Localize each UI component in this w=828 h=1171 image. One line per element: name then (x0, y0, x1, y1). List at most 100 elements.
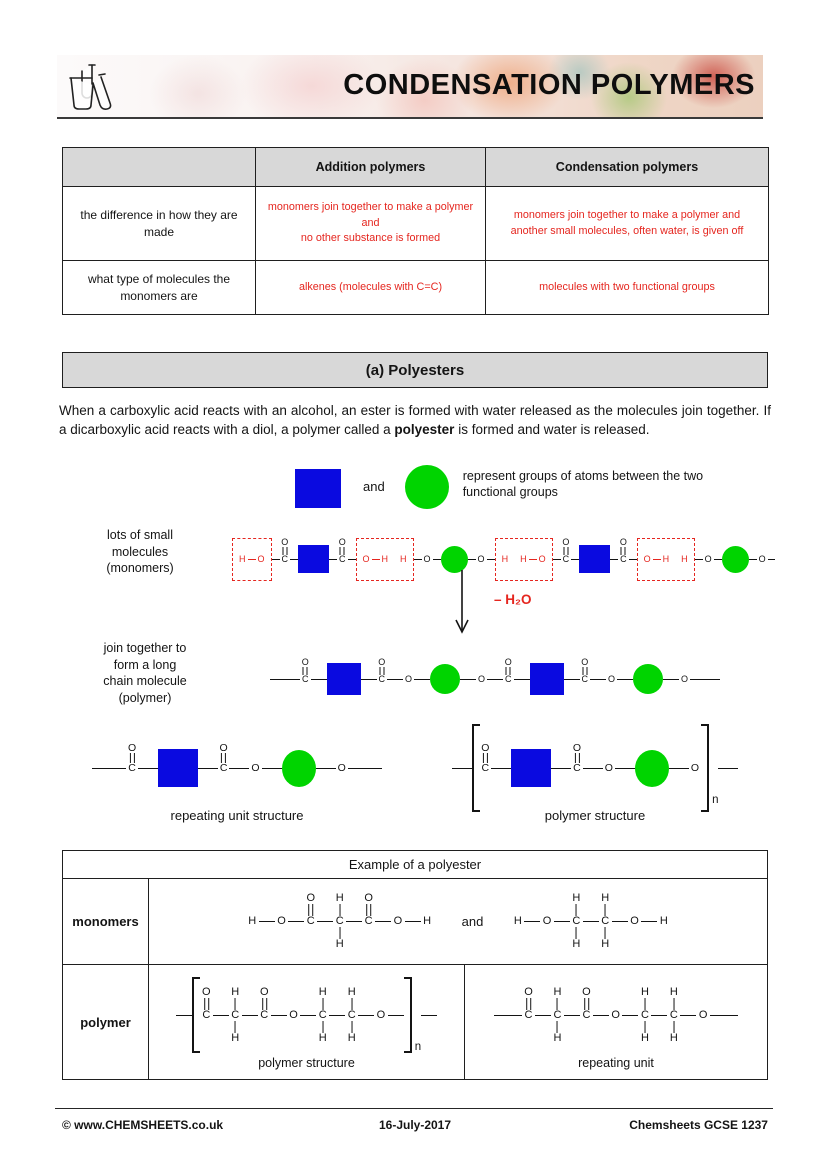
bond (614, 767, 635, 769)
bond (571, 558, 580, 560)
atom-C: C (481, 762, 490, 774)
example-table-title: Example of a polyester (63, 851, 767, 879)
repeat-subscript: n (712, 794, 719, 806)
green-group-circle (721, 545, 749, 573)
bond-line (133, 753, 135, 763)
atom-H: H (681, 553, 688, 564)
atom-C: C (318, 1008, 327, 1021)
atom-H: H (318, 1031, 327, 1044)
addition-answer: alkenes (molecules with C=C) (255, 260, 486, 315)
atom-O: O (378, 656, 386, 667)
monomer-chain-diagram: HOOCOCOHHOOHHOOCOCOHHOOH (232, 518, 775, 600)
bond (270, 678, 300, 680)
atom-O: O (608, 673, 616, 684)
bond (617, 678, 634, 680)
bond (261, 767, 282, 769)
blue-group-block (529, 663, 564, 695)
intro-text: is formed and water is released. (454, 422, 650, 438)
intro-paragraph: When a carboxylic acid reacts with an al… (59, 401, 771, 439)
bond (552, 558, 561, 560)
single-bond (234, 1020, 236, 1033)
bond-line (339, 546, 341, 555)
bond (413, 558, 422, 560)
bond (582, 921, 599, 922)
bond-line (366, 904, 368, 916)
atom-H: H (553, 985, 562, 998)
intro-bold-word: polyester (394, 422, 455, 438)
atom-O: O (704, 553, 712, 564)
atom-H: H (231, 1031, 240, 1044)
atom-O: O (581, 656, 589, 667)
atom-C: C (378, 673, 386, 684)
upper-bond: H (229, 986, 242, 1010)
upper-bond: O (300, 657, 311, 675)
atom-O: O (698, 1008, 708, 1021)
bond (486, 558, 495, 560)
footer-reference: Chemsheets GCSE 1237 (629, 1118, 768, 1132)
footer-copyright: © www.CHEMSHEETS.co.uk (62, 1118, 224, 1132)
bond (551, 767, 572, 769)
lower-bond: H (551, 1020, 564, 1044)
bond (375, 921, 392, 922)
footer-divider (55, 1108, 773, 1109)
atom-O: O (127, 742, 137, 754)
lab-glassware-icon (69, 64, 112, 110)
polymer-row-label: polymer (63, 965, 149, 1079)
bond (694, 558, 703, 560)
left-bracket (471, 724, 480, 812)
bond-line (620, 546, 622, 555)
single-bond (339, 927, 341, 939)
bond-line (624, 546, 626, 555)
atom-H: H (513, 915, 522, 927)
bond-line (567, 546, 569, 555)
upper-bond: O (560, 536, 571, 555)
double-bond (365, 904, 373, 916)
bond (494, 1014, 523, 1016)
row-label: what type of molecules the monomers are (62, 260, 256, 315)
atom-C: C (573, 762, 581, 774)
table-row: what type of molecules the monomers are … (62, 260, 769, 315)
atom-H: H (248, 915, 257, 927)
bond (175, 1014, 192, 1016)
atom-C: C (505, 673, 512, 684)
atom-H: H (239, 553, 246, 564)
repeating-unit-caption: repeating unit structure (170, 808, 304, 823)
bond (582, 767, 603, 769)
bond (241, 1014, 258, 1016)
atom-H: H (601, 938, 610, 950)
right-bracket (701, 724, 710, 812)
bond-line (225, 753, 227, 763)
atom-O: O (481, 742, 490, 754)
bond-line (509, 666, 511, 675)
atom-O: O (281, 536, 289, 547)
upper-bond: O (571, 743, 583, 763)
polymer-structure-caption: polymer structure (258, 1056, 355, 1070)
single-bond (322, 997, 324, 1010)
section-header: (a) Polyesters (62, 352, 768, 388)
blue-group-block (511, 749, 552, 787)
bond (767, 558, 775, 560)
atom-O: O (562, 536, 570, 547)
atom-H: H (662, 553, 670, 564)
bond-line (312, 904, 314, 916)
bond (258, 921, 275, 922)
atom-C: C (202, 1008, 211, 1021)
lower-bond: H (599, 927, 612, 950)
atom-O: O (337, 762, 346, 774)
single-bond (644, 997, 646, 1010)
atom-O: O (362, 553, 370, 564)
atom-C: C (302, 673, 309, 684)
single-bond (604, 927, 606, 939)
atom-O: O (338, 536, 346, 547)
green-group-circle (430, 664, 461, 694)
upper-bond: H (345, 986, 358, 1010)
single-bond (339, 904, 341, 916)
